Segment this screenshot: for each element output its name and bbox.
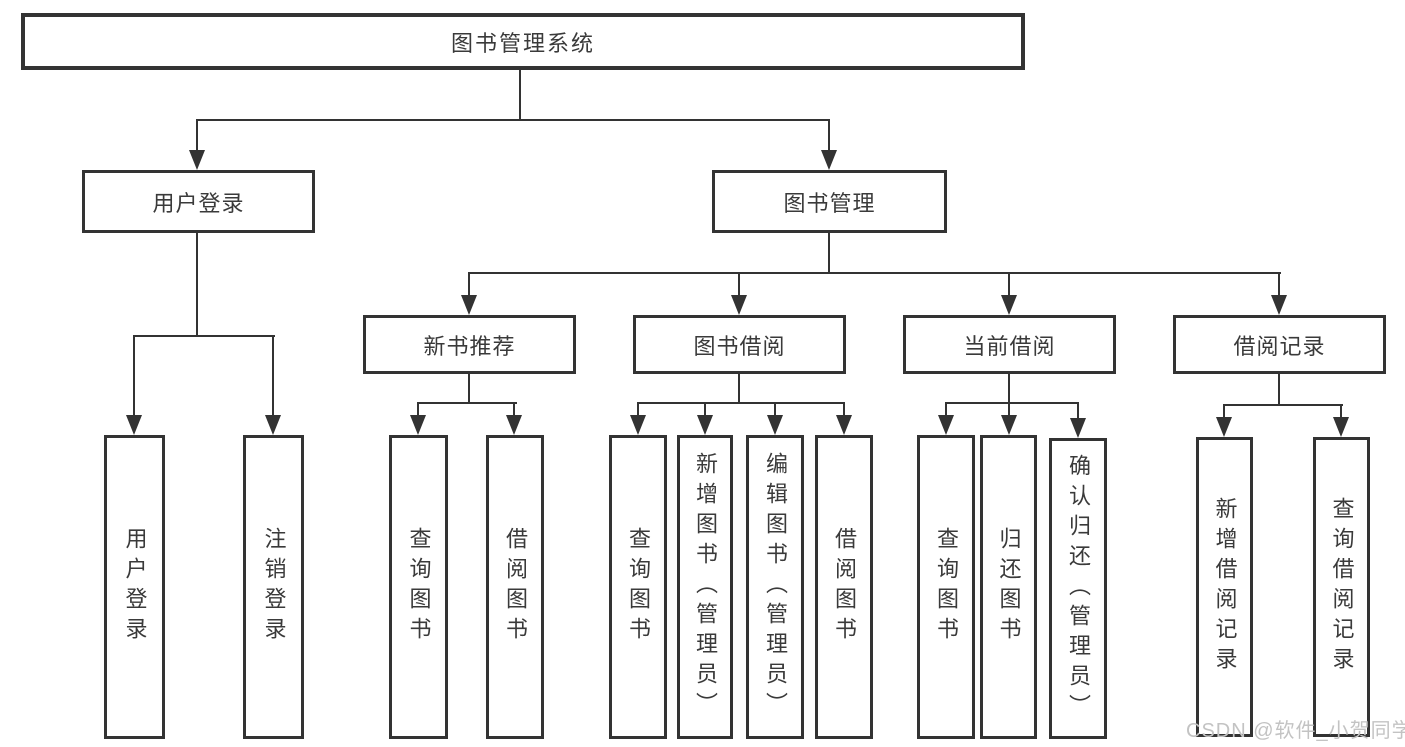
- arrowhead-to-rec-borrow: [506, 415, 522, 435]
- node-book-management-branch: 图书管理: [712, 170, 947, 233]
- connector-bookborrow-drop: [738, 374, 740, 404]
- leaf-recommend-query-books: 查询图书: [389, 435, 448, 739]
- leaf-current-confirm-return-admin: 确认归还（管理员）: [1049, 438, 1107, 739]
- leaf-recommend-query-books-label: 查询图书: [406, 527, 432, 647]
- arrowhead-to-bb-edit: [767, 415, 783, 435]
- connector-book-rail: [468, 272, 1281, 274]
- arrowhead-to-records: [1271, 295, 1287, 315]
- arrowhead-to-cb-query: [938, 415, 954, 435]
- leaf-borrow-borrow-books: 借阅图书: [815, 435, 873, 739]
- connector-user-drop: [196, 233, 198, 337]
- node-book-borrow-label: 图书借阅: [693, 333, 786, 359]
- leaf-current-query-books: 查询图书: [917, 435, 975, 739]
- connector-stub-br-query: [1340, 404, 1342, 419]
- arrowhead-to-user-login: [189, 150, 205, 170]
- leaf-borrow-query-books-label: 查询图书: [626, 527, 651, 647]
- connector-book-drop: [828, 233, 830, 274]
- connector-recommend-rail: [417, 402, 517, 404]
- leaf-records-query-record: 查询借阅记录: [1313, 437, 1370, 737]
- arrowhead-to-cb-return: [1001, 415, 1017, 435]
- connector-user-rail: [133, 335, 275, 337]
- arrowhead-to-bb-add: [697, 415, 713, 435]
- connector-stub-bb-borrow: [843, 402, 845, 418]
- leaf-borrow-edit-books-admin: 编辑图书（管理员）: [746, 435, 804, 739]
- connector-stub-login: [133, 335, 135, 417]
- leaf-logout: 注销登录: [243, 435, 304, 739]
- connector-stub-bookborrow: [738, 272, 740, 298]
- connector-stub-rec-query: [417, 402, 419, 418]
- connector-root-drop: [519, 69, 521, 121]
- connector-records-drop: [1278, 374, 1280, 406]
- connector-stub-book: [828, 119, 830, 153]
- connector-stub-user: [196, 119, 198, 153]
- connector-stub-cb-query: [945, 402, 947, 418]
- arrowhead-to-rec-query: [410, 415, 426, 435]
- node-current-borrow-label: 当前借阅: [963, 333, 1056, 359]
- connector-stub-br-add: [1223, 404, 1225, 419]
- leaf-user-login-label: 用户登录: [122, 527, 148, 647]
- connector-stub-records: [1278, 272, 1280, 298]
- leaf-recommend-borrow-books-label: 借阅图书: [503, 527, 528, 647]
- arrowhead-to-logout: [265, 415, 281, 435]
- arrowhead-to-br-query: [1333, 417, 1349, 437]
- connector-currentborrow-rail: [945, 402, 1079, 404]
- leaf-borrow-borrow-books-label: 借阅图书: [832, 527, 857, 647]
- node-new-book-recommend-label: 新书推荐: [423, 333, 516, 359]
- node-root-label: 图书管理系统: [450, 30, 595, 56]
- connector-root-rail: [196, 119, 830, 121]
- connector-bookborrow-rail: [637, 402, 845, 404]
- node-root-system: 图书管理系统: [21, 13, 1025, 70]
- connector-stub-rec-borrow: [513, 402, 515, 418]
- connector-stub-bb-add: [704, 402, 706, 418]
- leaf-borrow-query-books: 查询图书: [609, 435, 667, 739]
- node-new-book-recommend: 新书推荐: [363, 315, 576, 374]
- leaf-logout-label: 注销登录: [261, 527, 287, 647]
- connector-stub-cb-confirm: [1077, 402, 1079, 420]
- arrowhead-to-bb-borrow: [836, 415, 852, 435]
- arrowhead-to-cb-confirm: [1070, 418, 1086, 438]
- arrowhead-to-login: [126, 415, 142, 435]
- arrowhead-to-book-management: [821, 150, 837, 170]
- leaf-borrow-edit-books-admin-label: 编辑图书（管理员）: [763, 452, 788, 722]
- arrowhead-to-bb-query: [630, 415, 646, 435]
- arrowhead-to-currentborrow: [1001, 295, 1017, 315]
- connector-records-rail: [1223, 404, 1343, 406]
- connector-stub-bb-query: [637, 402, 639, 418]
- connector-stub-logout: [272, 335, 274, 417]
- connector-stub-recommend: [468, 272, 470, 298]
- node-user-login-label: 用户登录: [152, 190, 245, 216]
- arrowhead-to-br-add: [1216, 417, 1232, 437]
- leaf-current-confirm-return-admin-label: 确认归还（管理员）: [1066, 453, 1091, 724]
- leaf-current-return-books: 归还图书: [980, 435, 1037, 739]
- csdn-watermark: CSDN @软件_小贺同学: [1186, 720, 1405, 742]
- leaf-records-add-record-label: 新增借阅记录: [1212, 497, 1238, 677]
- node-borrow-records-label: 借阅记录: [1233, 333, 1326, 359]
- node-current-borrow: 当前借阅: [903, 315, 1116, 374]
- leaf-records-add-record: 新增借阅记录: [1196, 437, 1253, 737]
- arrowhead-to-recommend: [461, 295, 477, 315]
- connector-recommend-drop: [468, 374, 470, 404]
- leaf-current-query-books-label: 查询图书: [934, 527, 959, 647]
- leaf-current-return-books-label: 归还图书: [996, 527, 1022, 647]
- leaf-borrow-add-books-admin: 新增图书（管理员）: [677, 435, 733, 739]
- connector-currentborrow-drop: [1008, 374, 1010, 404]
- connector-stub-bb-edit: [774, 402, 776, 418]
- node-book-borrow: 图书借阅: [633, 315, 846, 374]
- arrowhead-to-bookborrow: [731, 295, 747, 315]
- connector-stub-currentborrow: [1008, 272, 1010, 298]
- connector-stub-cb-return: [1008, 402, 1010, 418]
- leaf-recommend-borrow-books: 借阅图书: [486, 435, 544, 739]
- leaf-records-query-record-label: 查询借阅记录: [1329, 497, 1355, 677]
- node-borrow-records: 借阅记录: [1173, 315, 1386, 374]
- node-user-login-branch: 用户登录: [82, 170, 315, 233]
- node-book-management-label: 图书管理: [783, 190, 876, 216]
- leaf-borrow-add-books-admin-label: 新增图书（管理员）: [693, 452, 718, 722]
- leaf-user-login: 用户登录: [104, 435, 165, 739]
